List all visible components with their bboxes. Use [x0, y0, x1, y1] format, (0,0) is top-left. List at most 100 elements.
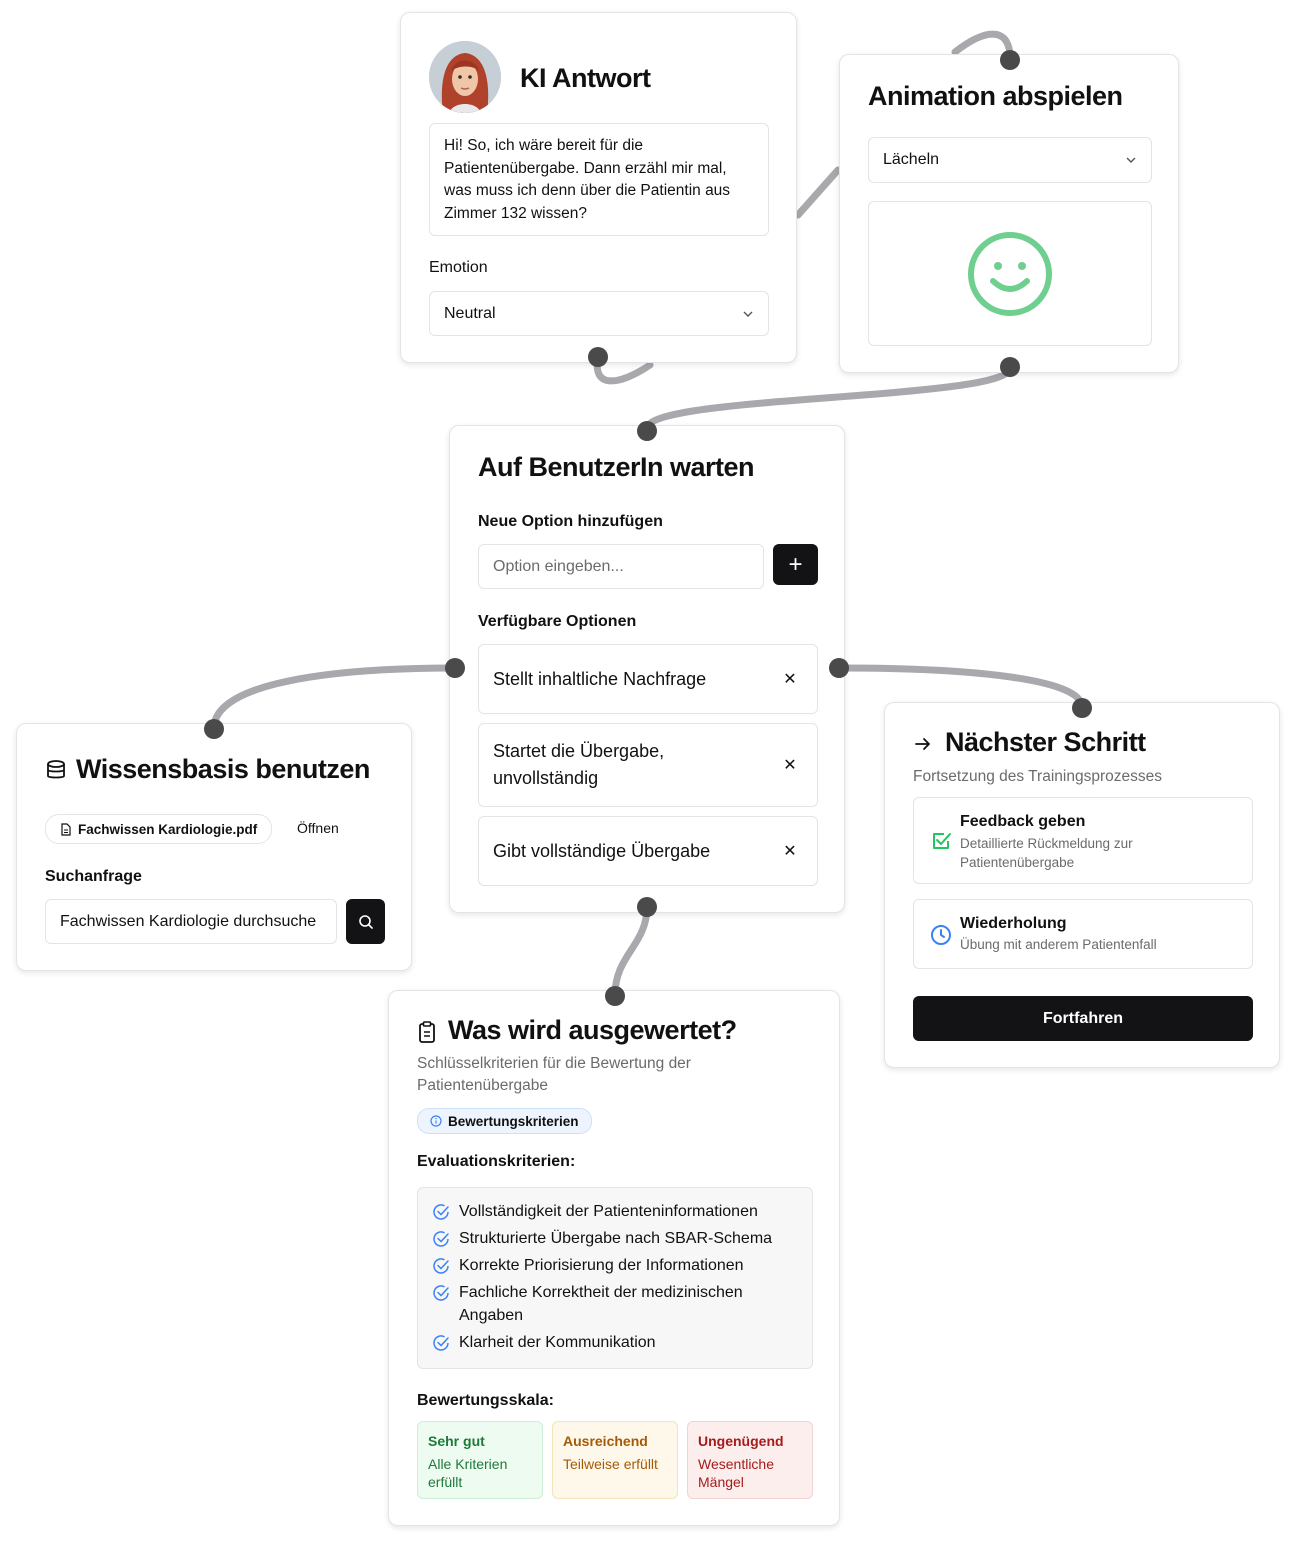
chevron-down-icon [743, 311, 753, 317]
warten-card[interactable]: Auf BenutzerIn warten Neue Option hinzuf… [449, 425, 845, 913]
scale-bad: Ungenügend Wesentliche Mängel [687, 1421, 813, 1499]
file-chip[interactable]: Fachwissen Kardiologie.pdf [45, 814, 273, 844]
clipboard-icon [419, 1021, 435, 1043]
criteria-item-text: Klarheit der Kommunikation [459, 1334, 656, 1351]
check-circle-icon [433, 1231, 449, 1247]
check-circle-icon [433, 1258, 449, 1274]
info-icon [430, 1115, 442, 1127]
arrow-right-icon [915, 738, 930, 750]
connection-handle[interactable] [1072, 698, 1092, 718]
criteria-label: Evaluationskriterien: [417, 1153, 576, 1170]
query-input[interactable]: Fachwissen Kardiologie durchsuche [45, 899, 337, 944]
animation-select-value: Lächeln [883, 151, 940, 168]
criteria-item: Klarheit der Kommunikation [432, 1331, 798, 1354]
scale-title: Ungenügend [698, 1433, 784, 1449]
scale-desc: Teilweise erfüllt [563, 1456, 658, 1472]
close-icon: ✕ [783, 671, 797, 688]
warten-title: Auf BenutzerIn warten [478, 452, 755, 482]
check-circle-icon [433, 1335, 449, 1351]
criteria-badge-text: Bewertungskriterien [448, 1113, 579, 1129]
animation-select[interactable]: Lächeln [868, 137, 1152, 183]
clock-icon [931, 925, 951, 945]
continue-button[interactable]: Fortfahren [913, 996, 1253, 1041]
option-item[interactable]: Gibt vollständige Übergabe ✕ [478, 816, 818, 886]
option-item-text: Stellt inhaltliche Nachfrage [493, 668, 707, 689]
wissensbasis-title: Wissensbasis benutzen [76, 754, 370, 784]
connection-handle[interactable] [637, 421, 657, 441]
wissensbasis-card[interactable]: Wissensbasis benutzen Fachwissen Kardiol… [16, 723, 412, 971]
connection-handle[interactable] [204, 719, 224, 739]
plus-icon: + [788, 550, 803, 578]
file-name: Fachwissen Kardiologie.pdf [78, 821, 258, 837]
close-icon: ✕ [783, 843, 797, 860]
close-icon: ✕ [783, 757, 797, 774]
next-step-option[interactable]: Wiederholung Übung mit anderem Patienten… [913, 899, 1253, 969]
query-label: Suchanfrage [45, 868, 142, 885]
option-item-text: Startet die Übergabe, unvollständig [493, 741, 665, 788]
connection-handle[interactable] [1000, 50, 1020, 70]
check-circle-icon [433, 1285, 449, 1301]
animation-card[interactable]: Animation abspielen Lächeln [839, 54, 1179, 373]
bewertung-title: Was wird ausgewertet? [448, 1015, 737, 1045]
check-circle-icon [433, 1204, 449, 1220]
ki-message-text: Hi! So, ich wäre bereit für die Patiente… [444, 137, 731, 222]
connection-handle[interactable] [588, 347, 608, 367]
ki-message-box[interactable]: Hi! So, ich wäre bereit für die Patiente… [429, 123, 769, 236]
scale-desc: Alle Kriterien erfüllt [428, 1456, 508, 1490]
criteria-item: Korrekte Priorisierung der Informationen [432, 1254, 798, 1277]
naechster-card[interactable]: Nächster Schritt Fortsetzung des Trainin… [884, 702, 1280, 1068]
scale-title: Sehr gut [428, 1433, 485, 1449]
next-step-option-title: Feedback geben [960, 813, 1086, 830]
edge-ki-to-animation-side [794, 166, 842, 219]
avatar [429, 41, 501, 113]
naechster-subtitle: Fortsetzung des Trainingsprozesses [913, 768, 1162, 785]
remove-option-button[interactable]: ✕ [777, 838, 803, 864]
option-item-text: Gibt vollständige Übergabe [493, 840, 711, 861]
connection-handle[interactable] [1000, 357, 1020, 377]
criteria-item: Vollständigkeit der Patienteninformation… [432, 1200, 798, 1223]
search-button[interactable] [346, 899, 385, 944]
criteria-list: Vollständigkeit der Patienteninformation… [417, 1187, 813, 1369]
smiley-icon [968, 231, 1052, 316]
available-options-label: Verfügbare Optionen [478, 613, 637, 630]
scale-title: Ausreichend [563, 1433, 648, 1449]
option-item[interactable]: Startet die Übergabe, unvollständig ✕ [478, 723, 818, 807]
open-file-link[interactable]: Öffnen [297, 820, 339, 836]
scale-label: Bewertungsskala: [417, 1392, 554, 1409]
scale-desc: Wesentliche Mängel [698, 1456, 775, 1490]
chevron-down-icon [1126, 157, 1136, 163]
next-step-option-desc: Detaillierte Rückmeldung zur Patientenüb… [960, 836, 1133, 870]
edge-warten-to-bewertung [611, 903, 651, 999]
connection-handle[interactable] [637, 897, 657, 917]
remove-option-button[interactable]: ✕ [777, 666, 803, 692]
bewertung-card[interactable]: Was wird ausgewertet? Schlüsselkriterien… [388, 990, 840, 1526]
connection-handle[interactable] [445, 658, 465, 678]
criteria-item-text: Fachliche Korrektheit der medizinischen … [459, 1284, 743, 1324]
connection-handle[interactable] [829, 658, 849, 678]
bewertung-subtitle: Schlüsselkriterien für die Bewertung der… [417, 1055, 691, 1094]
emotion-label: Emotion [429, 259, 488, 276]
next-step-option[interactable]: Feedback geben Detaillierte Rückmeldung … [913, 797, 1253, 884]
criteria-item-text: Strukturierte Übergabe nach SBAR-Schema [459, 1230, 773, 1247]
emotion-select-value: Neutral [444, 304, 496, 322]
option-input-placeholder: Option eingeben... [493, 557, 624, 575]
option-input[interactable]: Option eingeben... [478, 544, 764, 589]
add-option-label: Neue Option hinzufügen [478, 513, 663, 530]
criteria-item: Strukturierte Übergabe nach SBAR-Schema [432, 1227, 798, 1250]
scale-good: Sehr gut Alle Kriterien erfüllt [417, 1421, 543, 1499]
remove-option-button[interactable]: ✕ [777, 752, 803, 778]
emotion-select[interactable]: Neutral [429, 291, 769, 336]
animation-title: Animation abspielen [868, 81, 1123, 111]
option-item[interactable]: Stellt inhaltliche Nachfrage ✕ [478, 644, 818, 714]
ki-antwort-card[interactable]: KI Antwort Hi! So, ich wäre bereit für d… [400, 12, 797, 363]
add-option-button[interactable]: + [773, 544, 818, 585]
query-input-value: Fachwissen Kardiologie durchsuche [60, 912, 317, 930]
naechster-title: Nächster Schritt [945, 727, 1146, 757]
animation-preview [868, 201, 1152, 346]
connection-handle[interactable] [605, 986, 625, 1006]
database-icon [47, 760, 65, 779]
ki-antwort-title: KI Antwort [520, 63, 651, 93]
edge-warten-to-wissensbasis [210, 664, 459, 732]
check-square-icon [933, 833, 951, 849]
criteria-badge: Bewertungskriterien [417, 1108, 592, 1134]
